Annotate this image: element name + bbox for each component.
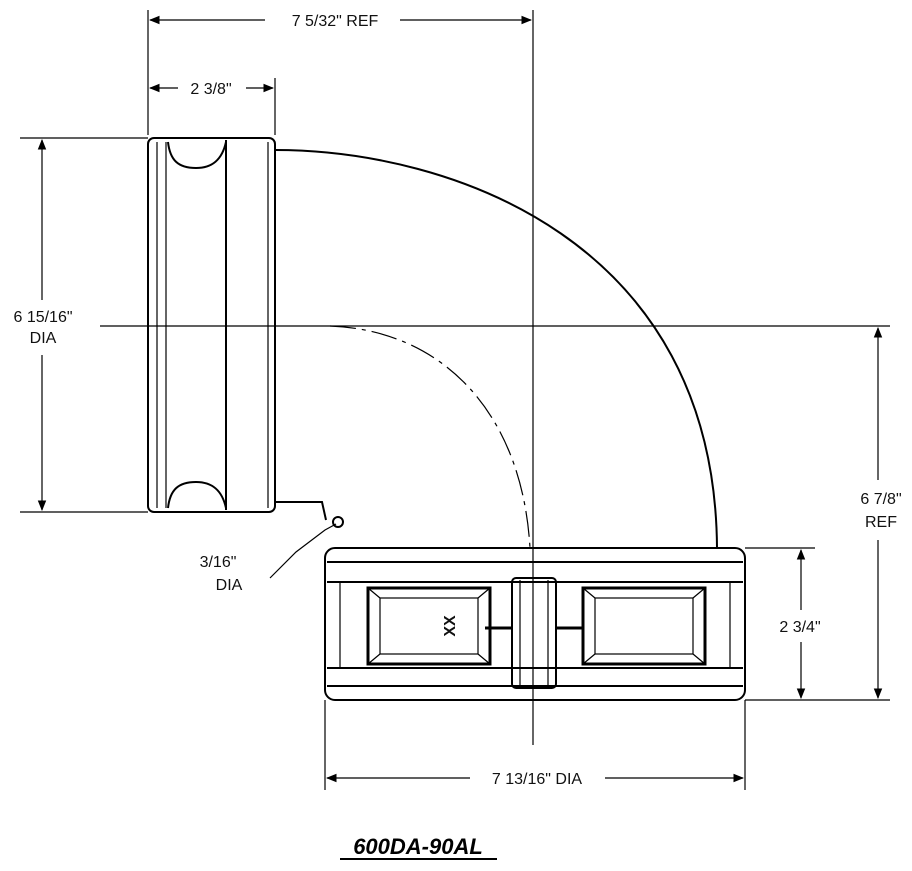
dim-overall-height: 6 7/8" REF (860, 326, 902, 700)
xx-mark: XX (442, 615, 459, 637)
dim-flange-width: 2 3/8" (148, 81, 275, 98)
elbow-body (274, 149, 718, 549)
dim-overall-height-value: 6 7/8" (860, 491, 901, 508)
dim-overall-height-unit: REF (865, 514, 897, 531)
dim-pin-dia-value: 3/16" (200, 554, 237, 571)
dim-pin-dia-unit: DIA (216, 577, 243, 594)
dim-coupler-height-label: 2 3/4" (779, 619, 820, 636)
dim-coupler-dia: 7 13/16" DIA (325, 771, 745, 788)
dim-inlet-dia-value: 6 15/16" (13, 309, 72, 326)
coupler-body (324, 547, 746, 701)
center-lines (100, 10, 890, 745)
inlet-flange (147, 137, 276, 513)
part-number: 600DA-90AL (353, 834, 483, 859)
dim-inlet-dia-unit: DIA (30, 330, 57, 347)
pin-hole (332, 516, 344, 528)
dim-coupler-dia-label: 7 13/16" DIA (492, 771, 583, 788)
extension-lines (20, 10, 890, 790)
dim-overall-width: 7 5/32" REF (148, 13, 533, 30)
dim-flange-width-label: 2 3/8" (190, 81, 231, 98)
dim-overall-width-label: 7 5/32" REF (292, 13, 379, 30)
dim-pin-dia: 3/16" DIA (200, 523, 337, 594)
dim-inlet-dia: 6 15/16" DIA (13, 138, 73, 512)
dim-coupler-height: 2 3/4" (779, 548, 821, 700)
